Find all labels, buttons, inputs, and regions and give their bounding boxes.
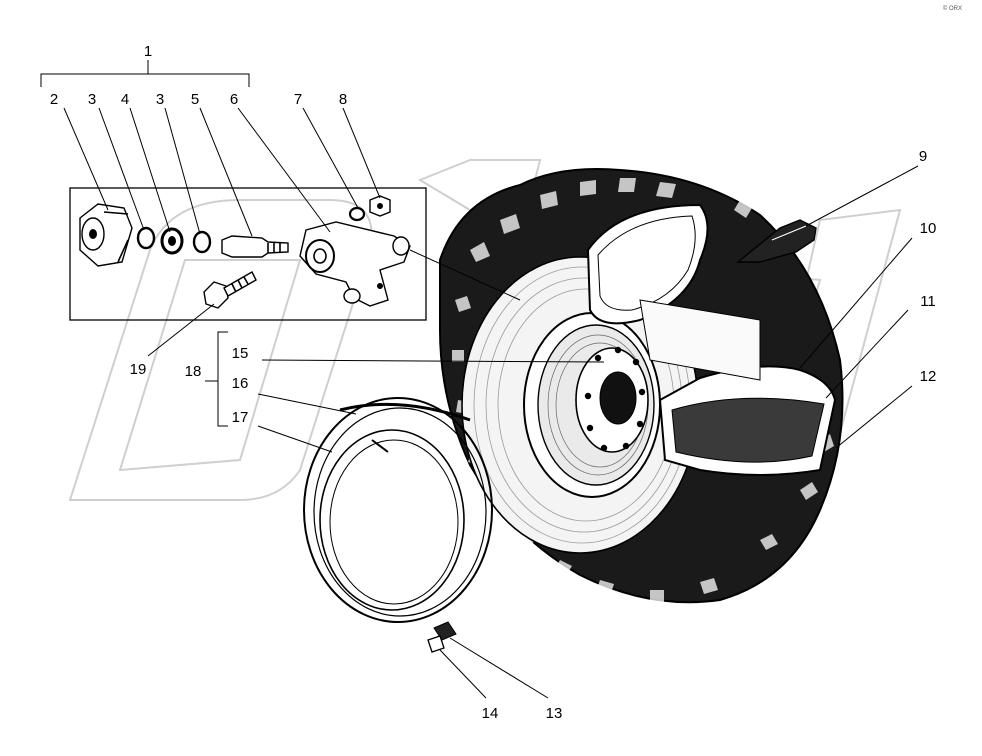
tire-assembly: [439, 168, 844, 604]
valve-nut: [79, 203, 133, 267]
label-11: 11: [920, 293, 936, 310]
label-3b: 3: [156, 91, 164, 108]
leader-lines: [63, 107, 919, 699]
valve-assembly-frame: [69, 187, 427, 321]
label-10: 10: [920, 220, 937, 237]
label-4: 4: [121, 91, 129, 108]
washer-7: [348, 206, 366, 222]
group-bracket-1: [40, 60, 250, 87]
label-6: 6: [230, 91, 238, 108]
bolt-19: [203, 271, 257, 309]
label-8: 8: [339, 91, 347, 108]
part-labels: 1 2 3 4 3 5 6 7 8 9 10 11 12 13 14 15 16…: [50, 43, 937, 722]
valve-core-seal: [160, 227, 184, 255]
washer-a: [136, 226, 156, 250]
label-12: 12: [920, 368, 937, 385]
label-3a: 3: [88, 91, 96, 108]
label-15: 15: [232, 345, 249, 362]
label-19: 19: [130, 361, 147, 378]
lock-ring: [303, 397, 493, 623]
label-5: 5: [191, 91, 199, 108]
label-7: 7: [294, 91, 302, 108]
corner-mark: © ORX: [943, 5, 962, 12]
valve-extension-9: [736, 219, 817, 263]
small-nut-8: [369, 195, 391, 217]
label-14: 14: [482, 705, 499, 722]
label-1: 1: [144, 43, 152, 60]
valve-core: [221, 235, 289, 258]
washer-b: [192, 230, 212, 254]
label-16: 16: [232, 375, 249, 392]
label-17: 17: [232, 409, 249, 426]
label-13: 13: [546, 705, 563, 722]
clip-14: [427, 635, 445, 653]
label-2: 2: [50, 91, 58, 108]
label-18: 18: [185, 363, 202, 380]
group-bracket-18: [205, 331, 228, 427]
valve-body: [299, 221, 411, 307]
label-9: 9: [919, 148, 927, 165]
